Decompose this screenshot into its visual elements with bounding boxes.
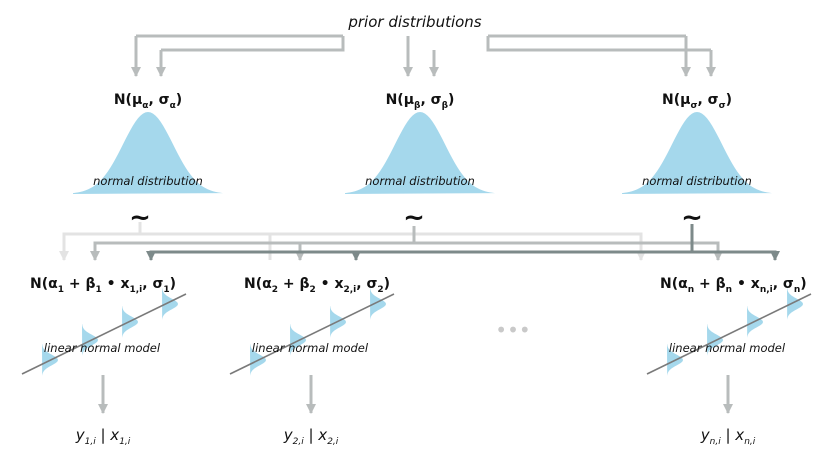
model-label: linear normal model <box>669 341 786 355</box>
prior-param-label: N(μα, σα) <box>114 92 182 111</box>
distribution-label: normal distribution <box>642 174 752 188</box>
conditional-normal-curve <box>370 288 386 320</box>
normal-distribution-curve <box>622 112 772 194</box>
distribution-label: normal distribution <box>93 174 203 188</box>
output-arrows <box>98 375 733 414</box>
conditional-normal-curve <box>162 288 178 320</box>
model-formula: N(α2 + β2 • x2,i, σ2) <box>244 276 390 295</box>
regression-line <box>229 293 395 375</box>
conditional-normal-curve <box>787 288 803 320</box>
tilde-symbol: ~ <box>681 203 703 233</box>
model-formula: N(αn + βn • xn,i, σn) <box>660 276 807 295</box>
prior-bus <box>131 34 716 77</box>
prior-param-label: N(μσ, σσ) <box>662 92 732 111</box>
linear-normal-model-graphic: linear normal model <box>646 288 812 376</box>
distribution-label: normal distribution <box>365 174 475 188</box>
tilde-symbol: ~ <box>129 203 151 233</box>
model-bus <box>59 222 780 260</box>
observed-output: y2,i | x2,i <box>283 426 339 447</box>
model-label: linear normal model <box>252 341 369 355</box>
observed-output: yn,i | xn,i <box>700 426 756 447</box>
normal-distribution-curve <box>345 112 495 194</box>
diagram-title: prior distributions <box>347 13 481 31</box>
tilde-symbol: ~ <box>403 203 425 233</box>
model-label: linear normal model <box>44 341 161 355</box>
regression-line <box>646 293 812 375</box>
observed-output: y1,i | x1,i <box>75 426 131 447</box>
normal-distribution-curve <box>73 112 223 194</box>
linear-normal-model-graphic: linear normal model <box>21 288 187 376</box>
regression-line <box>21 293 187 375</box>
linear-normal-model-graphic: linear normal model <box>229 288 395 376</box>
ellipsis: ••• <box>495 318 530 342</box>
model-formula: N(α1 + β1 • x1,i, σ1) <box>30 276 176 295</box>
prior-param-label: N(μβ, σβ) <box>386 92 455 111</box>
